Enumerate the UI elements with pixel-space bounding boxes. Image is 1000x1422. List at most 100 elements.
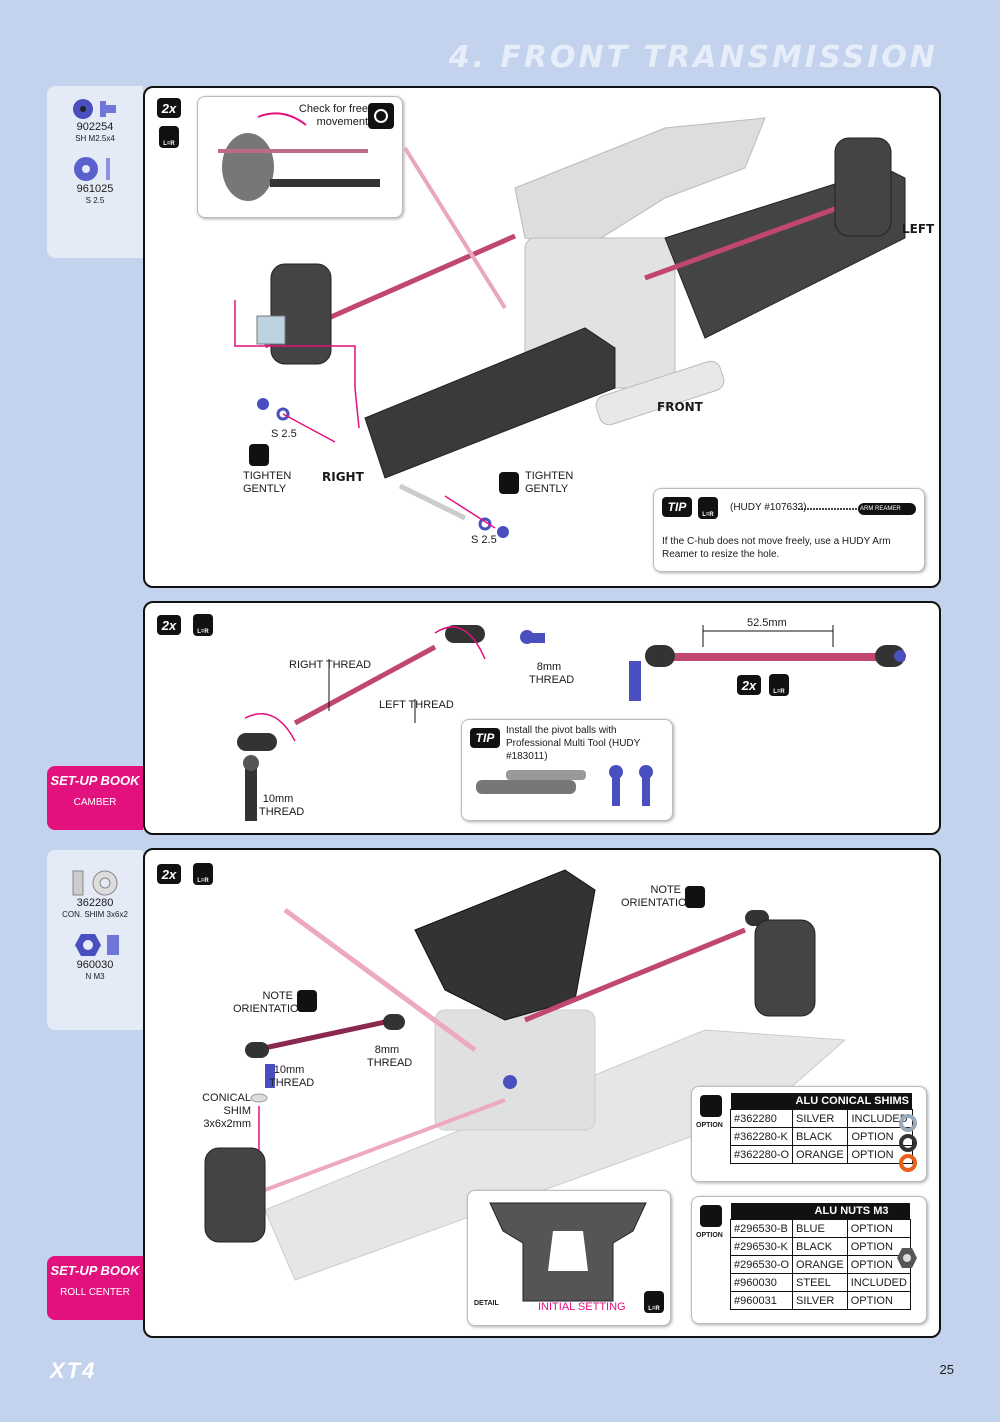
step3-panel: 2x L=R NOTE ORIENTATION NOTE ORIENTATION… (143, 848, 941, 1338)
front-transmission-drawing (234, 117, 906, 538)
page-title: 4. FRONT TRANSMISSION (448, 40, 938, 75)
setup-topic-label: CAMBER (73, 797, 117, 808)
setup-book-label: SET-UP BOOK (50, 773, 140, 788)
tighten-label: TIGHTEN GENTLY (243, 470, 292, 495)
table-cell: SILVER (792, 1291, 848, 1310)
conical-shim-label: CONICAL SHIM 3x6x2mm (202, 1092, 251, 1130)
tip-box-reamer: TIP L=R (HUDY #107633) ARM REAMER If the… (653, 488, 925, 572)
shock-tower-drawing (489, 1202, 647, 1302)
step2-panel: 2x L=R RIGHT THREAD LEFT THREAD 8mm THRE… (143, 601, 941, 835)
turnbuckle-drawing (237, 625, 906, 821)
table-cell: OPTION (847, 1145, 913, 1164)
parts-list-step1: 902254 SH M2.5x4 961025 S 2.5 (47, 86, 143, 258)
lr-badge: L=R (159, 126, 179, 148)
lr-badge-tip: L=R (698, 497, 718, 519)
detail-label: DETAIL (474, 1300, 499, 1307)
quantity-badge-2: 2x (157, 615, 181, 635)
thread-10mm-label-3: 10mm THREAD (269, 1064, 315, 1089)
thread-8mm-label-3: 8mm THREAD (367, 1044, 413, 1069)
table-cell: #960031 (729, 1291, 794, 1310)
screwdriver-icon-b (499, 472, 519, 494)
page-number: 25 (939, 1362, 954, 1377)
tip-badge-2: TIP (470, 728, 500, 748)
nuts-table-title: ALU NUTS M3 (792, 1203, 911, 1220)
warning-icon-b (297, 990, 317, 1012)
arm-reamer-label: ARM REAMER (860, 506, 901, 512)
nut-sample-icon (897, 1248, 917, 1268)
table-cell: SILVER (792, 1109, 849, 1128)
arm-reamer-icon (798, 503, 916, 515)
lr-badge-2b: L=R (769, 674, 789, 696)
lr-badge-2: L=R (193, 614, 213, 636)
screwdriver-icon (249, 444, 269, 466)
option-label-b: OPTION (696, 1232, 723, 1239)
right-thread-label: RIGHT THREAD (289, 659, 372, 671)
left-label: LEFT (902, 222, 935, 236)
part-nut: 960030 N M3 (47, 930, 143, 982)
option-thumb-icon-b (700, 1205, 722, 1227)
washer-size-label: S 2.5 (271, 428, 297, 440)
option-label: OPTION (696, 1122, 723, 1129)
tip-text-2: Install the pivot balls with Professiona… (506, 725, 641, 762)
left-thread-label: LEFT THREAD (379, 699, 454, 711)
table-cell: OPTION (846, 1237, 911, 1256)
tighten-label-b: TIGHTEN GENTLY (525, 470, 574, 495)
table-cell: #296530-O (729, 1255, 794, 1274)
screw-icon (73, 99, 116, 119)
table-cell: BLUE (792, 1219, 848, 1238)
thread-8mm-label: 8mm THREAD (529, 661, 575, 686)
parts-list-step3: 362280 CON. SHIM 3x6x2 960030 N M3 (47, 850, 143, 1030)
washer-icon (74, 157, 110, 181)
table-cell: INCLUDED (846, 1273, 911, 1292)
lr-badge-detail: L=R (644, 1291, 664, 1313)
table-cell: OPTION (846, 1291, 911, 1310)
setup-book-roll-center: SET-UP BOOK ROLL CENTER (47, 1256, 143, 1320)
setup-book-label-2: SET-UP BOOK (50, 1263, 140, 1278)
part-screw: 902254 SH M2.5x4 (47, 96, 143, 144)
tip-box-pivot: TIP Install the pivot balls with Profess… (461, 719, 673, 821)
table-cell: #296530-K (729, 1237, 794, 1256)
front-label: FRONT (657, 400, 703, 414)
length-label: 52.5mm (747, 617, 787, 629)
quantity-badge-3: 2x (157, 864, 181, 884)
table-cell: INCLUDED (847, 1109, 913, 1128)
shim-color-swatches (899, 1114, 917, 1172)
part-shim: 362280 CON. SHIM 3x6x2 (47, 868, 143, 920)
free-movement-inset: Check for free movement (197, 96, 403, 218)
part-washer: 961025 S 2.5 (47, 154, 143, 206)
table-cell: #296530-B (729, 1219, 794, 1238)
table-cell: #362280 (729, 1109, 794, 1128)
option-thumb-icon (700, 1095, 722, 1117)
warning-icon (685, 886, 705, 908)
hudy-ref-label: (HUDY #107633) (730, 502, 807, 513)
table-cell: ORANGE (792, 1255, 848, 1274)
tip-badge: TIP (662, 497, 692, 517)
table-cell: STEEL (792, 1273, 848, 1292)
step1-panel: 2x L=R Check for free movement (143, 86, 941, 588)
c-hub-detail-drawing (218, 112, 380, 201)
tip-text: If the C-hub does not move freely, use a… (662, 536, 891, 560)
right-label: RIGHT (322, 470, 364, 484)
quantity-badge-2b: 2x (737, 675, 761, 695)
washer-size-label-b: S 2.5 (471, 534, 497, 546)
setup-topic-label-2: ROLL CENTER (60, 1287, 130, 1298)
table-cell: ORANGE (792, 1145, 849, 1164)
table-cell: OPTION (846, 1219, 911, 1238)
table-cell: #362280-K (729, 1127, 794, 1146)
quantity-badge: 2x (157, 98, 181, 118)
nut-icon (75, 934, 119, 956)
thread-10mm-label: 10mm THREAD (259, 793, 305, 818)
initial-setting-label: INITIAL SETTING (538, 1301, 626, 1313)
conical-shim-icon (72, 870, 118, 896)
table-cell: BLACK (792, 1127, 849, 1146)
